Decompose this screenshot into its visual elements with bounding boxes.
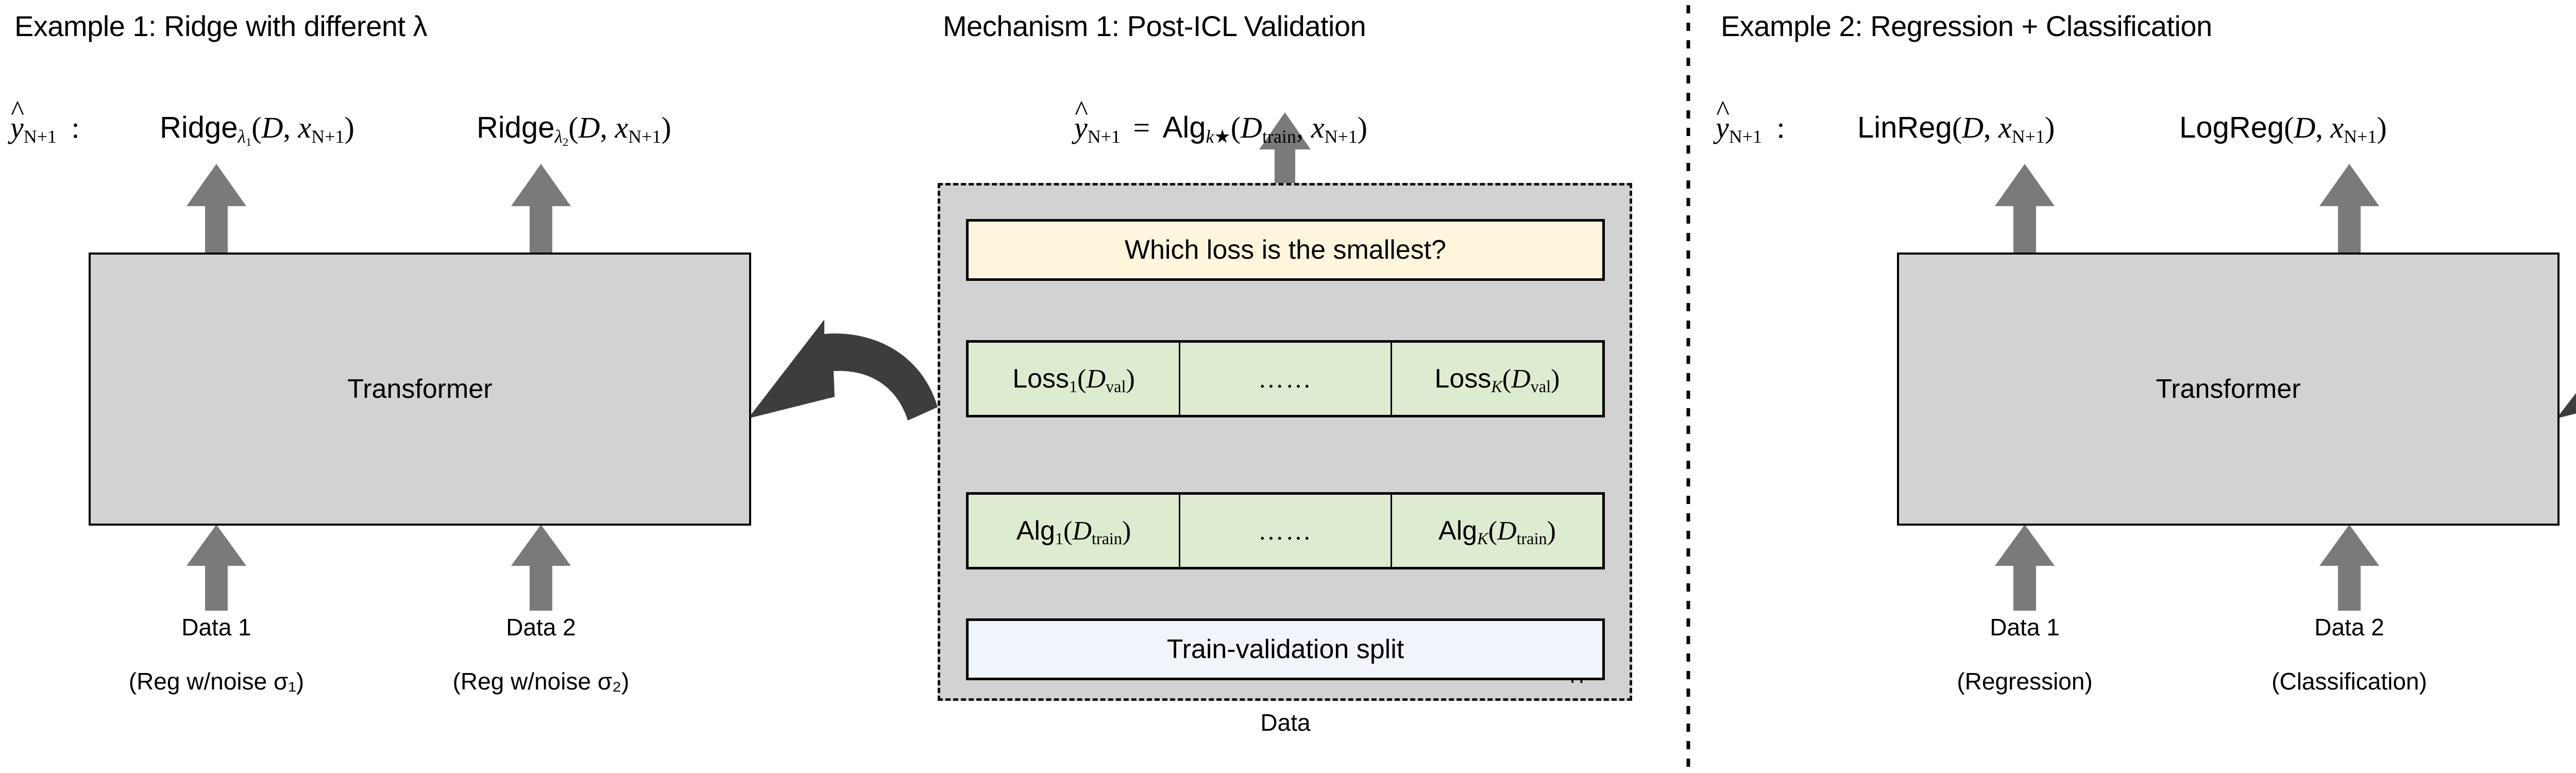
panel1-up-arrow-right [511, 164, 571, 253]
example1-input-1-title: Data 1 [181, 614, 251, 641]
mechanism1-alg-cell-1: Alg1(Dtrain) [969, 495, 1179, 567]
mechanism1-loss-dots: …… [1258, 364, 1313, 393]
mechanism1-loss-cell-dots: …… [1179, 343, 1391, 415]
mechanism1-alg-dots: …… [1258, 516, 1313, 545]
mechanism1-question-cell: Which loss is the smallest? [969, 222, 1602, 278]
example1-candidate-1: Ridgeλ1(D, xN+1) [160, 111, 354, 149]
mechanism1-question-box: Which loss is the smallest? [966, 219, 1605, 281]
mechanism1-loss-cell-1: Loss1(Dval) [969, 343, 1179, 415]
mechanism1-alg-k-text: AlgK(Dtrain) [1438, 516, 1556, 548]
mechanism1-loss-row: Loss1(Dval) …… LossK(Dval) [966, 340, 1605, 417]
example2-input-2-title: Data 2 [2314, 614, 2384, 641]
example1-prediction-label: yN+1 : [10, 94, 80, 146]
mechanism1-loss-1-text: Loss1(Dval) [1012, 364, 1135, 396]
example2-candidate-1: LinReg(D, xN+1) [1857, 111, 2055, 147]
panel3-up-arrow-right [2319, 164, 2379, 253]
mechanism1-alg-1-text: Alg1(Dtrain) [1016, 516, 1131, 548]
panel1-input-arrow-right [511, 525, 571, 611]
panel-title-example2: Example 2: Regression + Classification [1721, 10, 2212, 42]
mechanism1-alg-cell-k: AlgK(Dtrain) [1391, 495, 1602, 567]
example2-input-1-title: Data 1 [1990, 614, 2060, 641]
example1-transformer-box: Transformer [89, 253, 751, 526]
example2-transformer-label: Transformer [2156, 374, 2301, 404]
example2-candidate-2: LogReg(D, xN+1) [2179, 111, 2387, 147]
y-hat-symbol: y [10, 94, 24, 145]
example1-input-1-subtitle: (Reg w/noise σ₁) [128, 668, 304, 695]
panel1-up-arrow-left [187, 164, 246, 253]
mechanism1-split-cell: Train-validation split [969, 621, 1602, 678]
mechanism1-loss-cell-k: LossK(Dval) [1391, 343, 1602, 415]
panel-title-mechanism1: Mechanism 1: Post-ICL Validation [943, 10, 1366, 42]
mechanism1-loss-k-text: LossK(Dval) [1434, 364, 1560, 396]
mechanism1-output-formula: yN+1 = Algk★(Dtrain, xN+1) [1074, 94, 1367, 146]
example1-candidate-2: Ridgeλ2(D, xN+1) [477, 111, 671, 149]
example2-prediction-label: yN+1 : [1716, 94, 1785, 146]
panel-title-example1: Example 1: Ridge with different λ [14, 10, 428, 42]
example1-transformer-label: Transformer [347, 374, 493, 404]
example2-input-1-subtitle: (Regression) [1957, 668, 2093, 695]
panel3-input-arrow-right [2319, 525, 2379, 611]
example1-input-2-subtitle: (Reg w/noise σ₂) [452, 668, 630, 695]
panel3-input-arrow-left [1995, 525, 2055, 611]
example1-input-2-title: Data 2 [506, 614, 576, 641]
mechanism1-question-text: Which loss is the smallest? [1124, 235, 1447, 265]
panel3-up-arrow-left [1995, 164, 2055, 253]
panel1-mechanism-curve-arrow [748, 320, 938, 421]
example2-transformer-box: Transformer [1897, 253, 2560, 526]
mechanism1-alg-row: Alg1(Dtrain) …… AlgK(Dtrain) [966, 492, 1605, 569]
mechanism1-split-box: Train-validation split [966, 618, 1605, 680]
panel1-input-arrow-left [187, 525, 246, 611]
mechanism1-data-label: Data [1260, 709, 1311, 736]
mechanism1-alg-cell-dots: …… [1179, 495, 1391, 567]
y-hat-symbol-ex2: y [1716, 94, 1730, 145]
mechanism1-split-text: Train-validation split [1166, 634, 1404, 664]
example2-input-2-subtitle: (Classification) [2272, 668, 2427, 695]
y-hat-symbol-mech1: y [1074, 94, 1088, 145]
